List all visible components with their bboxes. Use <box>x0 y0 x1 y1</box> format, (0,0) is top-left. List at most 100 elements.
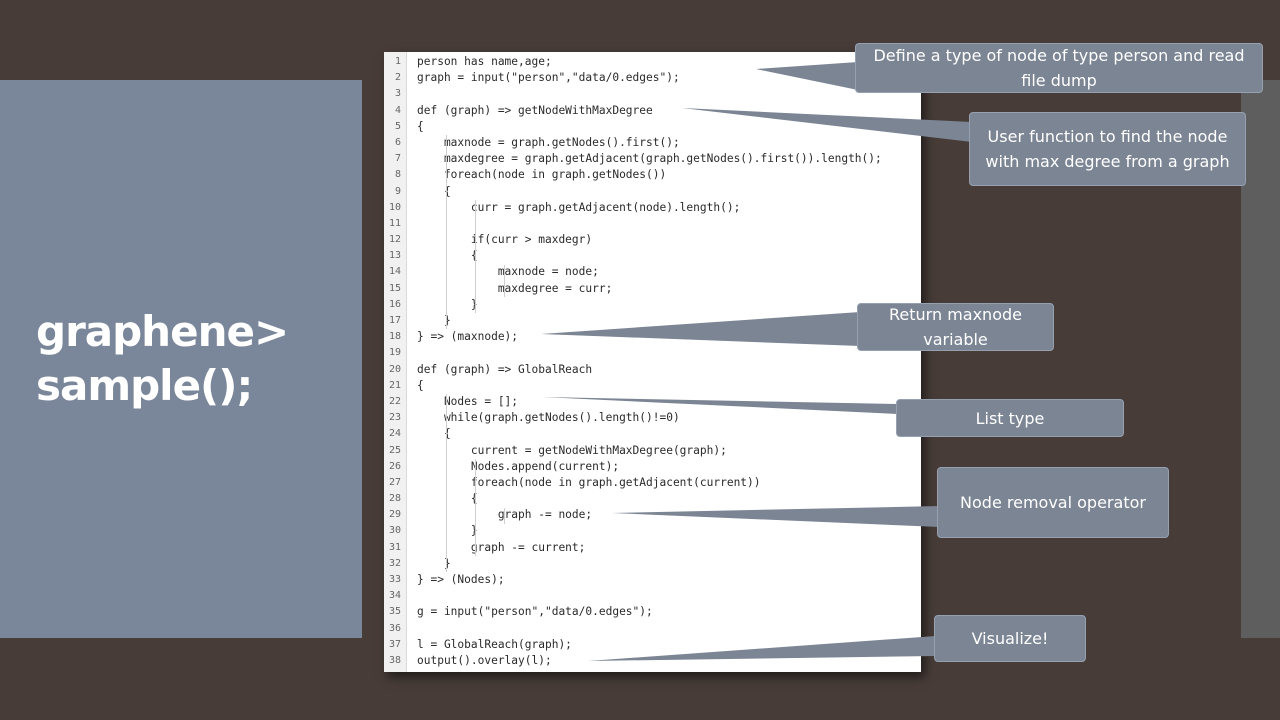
line-number: 25 <box>388 444 401 456</box>
code-line: 19 <box>384 345 921 361</box>
code-text: } <box>417 297 478 311</box>
side-strip <box>1241 80 1280 638</box>
code-text: } <box>417 556 451 570</box>
code-line: 29 graph -= node; <box>384 507 921 523</box>
code-text: output().overlay(l); <box>417 653 552 667</box>
line-number: 15 <box>388 282 401 294</box>
line-number: 4 <box>394 104 401 116</box>
callout-visualize-text: Visualize! <box>971 629 1049 648</box>
code-line: 32 } <box>384 556 921 572</box>
line-number: 20 <box>388 363 401 375</box>
code-line: 24 { <box>384 426 921 442</box>
line-number-gutter <box>384 52 407 672</box>
code-text: graph -= current; <box>417 540 586 554</box>
code-line: 31 graph -= current; <box>384 540 921 556</box>
code-lines: 1 person has name,age; 2 graph = input("per… <box>384 54 921 669</box>
code-line: 30 } <box>384 523 921 539</box>
code-line: 37 l = GlobalReach(graph); <box>384 637 921 653</box>
line-number: 26 <box>388 460 401 472</box>
code-line: 4 def (graph) => getNodeWithMaxDegree <box>384 103 921 119</box>
code-line: 27 foreach(node in graph.getAdjacent(cur… <box>384 475 921 491</box>
code-text: { <box>417 119 424 133</box>
line-number: 38 <box>388 654 401 666</box>
code-text: l = GlobalReach(graph); <box>417 637 572 651</box>
code-text: } => (Nodes); <box>417 573 505 586</box>
indent-guide <box>504 507 505 524</box>
code-screenshot: 1 person has name,age; 2 graph = input("per… <box>384 52 921 672</box>
line-number: 21 <box>388 379 401 391</box>
code-text: { <box>417 184 451 198</box>
code-line: 34 <box>384 588 921 604</box>
line-number: 6 <box>394 136 401 148</box>
callout-return-var-text: Return maxnode variable <box>889 305 1022 349</box>
indent-guide <box>475 199 476 314</box>
line-number: 2 <box>394 72 401 84</box>
code-line: 11 <box>384 216 921 232</box>
code-line: 10 curr = graph.getAdjacent(node).length… <box>384 200 921 216</box>
code-text: person has name,age; <box>417 55 552 68</box>
callout-node-removal-text: Node removal operator <box>960 493 1146 512</box>
line-number: 27 <box>388 476 401 488</box>
code-text: } <box>417 314 451 327</box>
code-line: 7 maxdegree = graph.getAdjacent(graph.ge… <box>384 151 921 167</box>
code-text: foreach(node in graph.getAdjacent(curren… <box>417 475 761 489</box>
line-number: 35 <box>388 606 401 618</box>
code-line: 21 { <box>384 378 921 394</box>
code-text: while(graph.getNodes().length()!=0) <box>417 411 680 425</box>
code-line: 9 { <box>384 184 921 200</box>
indent-guide <box>475 459 476 557</box>
code-line: 5{ <box>384 119 921 135</box>
code-line: 1 person has name,age; <box>384 54 921 70</box>
code-line: 13 { <box>384 248 921 264</box>
code-text: } <box>417 524 478 538</box>
code-text: { <box>417 378 424 392</box>
code-line: 8 foreach(node in graph.getNodes()) <box>384 167 921 183</box>
line-number: 29 <box>388 509 401 521</box>
line-number: 37 <box>388 638 401 650</box>
callout-list-type-text: List type <box>975 408 1045 428</box>
code-text: def (graph) => GlobalReach <box>417 362 593 376</box>
code-text: { <box>417 492 478 506</box>
code-text: graph = input("person","data/0.edges"); <box>417 71 680 85</box>
line-number: 9 <box>394 185 401 197</box>
line-number: 30 <box>388 525 401 537</box>
code-line: 6 maxnode = graph.getNodes().first(); <box>384 135 921 151</box>
line-number: 18 <box>388 331 401 343</box>
code-text: Nodes.append(current); <box>417 459 620 473</box>
line-number: 13 <box>388 250 401 262</box>
code-line: 36 <box>384 621 921 637</box>
line-number: 1 <box>394 56 401 67</box>
code-line: 33 } => (Nodes); <box>384 572 921 588</box>
line-number: 7 <box>394 153 401 165</box>
code-text: current = getNodeWithMaxDegree(graph); <box>417 443 727 457</box>
code-line: 28 { <box>384 491 921 507</box>
line-number: 22 <box>388 395 401 407</box>
code-line: 16 } <box>384 297 921 313</box>
code-text: curr = graph.getAdjacent(node).length(); <box>417 200 741 214</box>
line-number: 10 <box>388 201 401 213</box>
slide-title-line-1: graphene> <box>36 307 289 356</box>
code-text: Nodes = []; <box>417 394 519 408</box>
indent-guide <box>446 394 447 573</box>
line-number: 28 <box>388 493 401 505</box>
code-text: { <box>417 427 451 441</box>
code-text: maxdegree = curr; <box>417 281 613 295</box>
code-line: 14 maxnode = node; <box>384 264 921 280</box>
line-number: 36 <box>388 622 401 634</box>
line-number: 12 <box>388 234 401 246</box>
indent-guide <box>446 135 447 330</box>
code-text: maxdegree = graph.getAdjacent(graph.getN… <box>417 152 882 166</box>
code-line: 17 } <box>384 313 921 329</box>
code-line: 15 maxdegree = curr; <box>384 281 921 297</box>
line-number: 8 <box>394 169 401 181</box>
line-number: 23 <box>388 412 401 424</box>
code-line: 3 <box>384 86 921 102</box>
code-line: 2 graph = input("person","data/0.edges"); <box>384 70 921 86</box>
code-line: 26 Nodes.append(current); <box>384 459 921 475</box>
line-number: 33 <box>388 574 401 585</box>
code-line: 23 while(graph.getNodes().length()!=0) <box>384 410 921 426</box>
code-text: def (graph) => getNodeWithMaxDegree <box>417 103 653 117</box>
code-text: maxnode = node; <box>417 265 599 279</box>
line-number: 5 <box>394 120 401 132</box>
